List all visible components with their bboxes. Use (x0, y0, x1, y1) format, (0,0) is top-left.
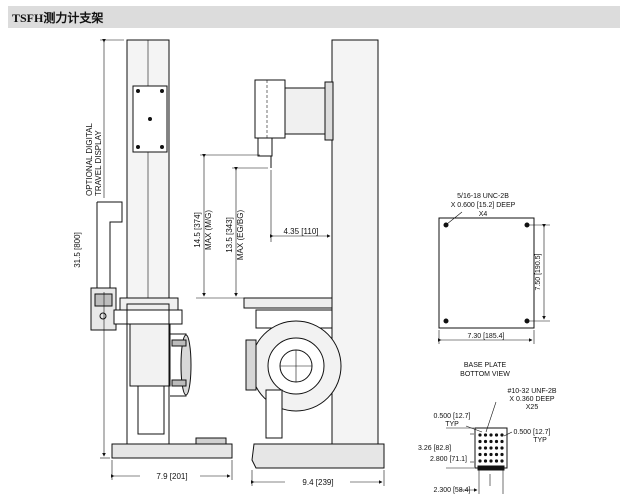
base-plate-outline (438, 217, 535, 329)
tapped-hole (478, 439, 482, 444)
side-max-mg-2: MAX (M/G) (204, 210, 213, 250)
tapped-hole (478, 459, 482, 463)
hole-grid (478, 433, 504, 463)
detail-thread-2: X 0.360 DEEP (509, 396, 554, 403)
side-max-mg-1: 14.5 [374] (193, 212, 202, 248)
tapped-hole (494, 459, 499, 463)
base-plate-caption-1: BASE PLATE (464, 362, 507, 369)
tapped-hole (494, 446, 499, 450)
detail-pitch-horizontal: 2.300 [58.4] (434, 487, 471, 494)
tapped-hole (494, 433, 499, 437)
tapped-hole (489, 433, 493, 437)
tapped-hole (494, 452, 499, 457)
detail-outer-height: 3.26 [82.8] (418, 445, 451, 452)
detail-left-edge-2: TYP (445, 421, 459, 428)
base-plate-view (438, 211, 550, 344)
tapped-hole (483, 459, 488, 463)
tapped-hole (494, 439, 499, 444)
side-base (251, 443, 385, 469)
side-reach-dim: 4.35 [110] (284, 227, 319, 236)
base-plate-thread-2: X 0.600 [15.2] DEEP (451, 202, 516, 209)
page-title: TSFH测力计支架 (12, 11, 104, 25)
tapped-hole (489, 452, 493, 457)
tapped-hole (478, 433, 482, 437)
front-base (111, 443, 233, 459)
front-base-width-dim: 7.9 [201] (156, 472, 187, 481)
tapped-hole (489, 439, 493, 444)
detail-thread-1: #10-32 UNF-2B (507, 388, 556, 395)
side-view (196, 39, 385, 486)
side-max-egbg-2: MAX (EG/BG) (236, 210, 245, 261)
tapped-hole (500, 459, 504, 463)
tapped-hole (483, 439, 488, 444)
tapped-hole (500, 439, 504, 444)
front-display-label-1: OPTIONAL DIGITAL (85, 123, 94, 196)
detail-thread-3: X25 (526, 404, 539, 411)
front-display-label-2: TRAVEL DISPLAY (94, 130, 103, 196)
tapped-hole (483, 433, 488, 437)
tapped-hole (489, 459, 493, 463)
tapped-hole (483, 446, 488, 450)
tapped-hole (500, 433, 504, 437)
front-height-dim: 31.5 [800] (73, 232, 82, 268)
tapped-hole (500, 446, 504, 450)
detail-right-edge-2: TYP (533, 437, 547, 444)
base-plate-thread-1: 5/16-18 UNC-2B (457, 193, 509, 200)
base-plate-caption-2: BOTTOM VIEW (460, 371, 510, 378)
tapped-hole (478, 452, 482, 457)
tapped-hole (500, 452, 504, 457)
detail-pitch-vertical: 2.800 [71.1] (430, 456, 467, 463)
base-plate-height-dim: 7.50 [190.5] (535, 253, 542, 290)
header-bar: TSFH测力计支架 (8, 6, 620, 28)
side-base-length-dim: 9.4 [239] (302, 478, 333, 487)
tapped-hole (483, 452, 488, 457)
tapped-hole (478, 446, 482, 450)
side-column (331, 39, 379, 445)
detail-left-edge-1: 0.500 [12.7] (434, 413, 471, 420)
base-plate-width-dim: 7.30 [185.4] (468, 333, 505, 340)
tapped-hole (489, 446, 493, 450)
detail-right-edge-1: 0.500 [12.7] (514, 429, 551, 436)
force-gauge (254, 79, 286, 139)
side-max-egbg-1: 13.5 [343] (225, 217, 234, 253)
front-view (90, 39, 233, 480)
base-plate-thread-3: X4 (479, 211, 488, 218)
